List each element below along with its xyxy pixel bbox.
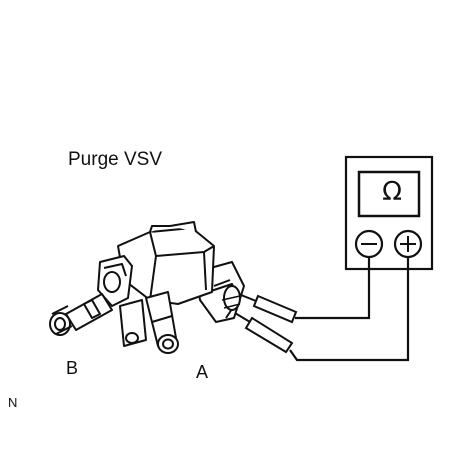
lower-bracket [119, 299, 147, 347]
negative-lead-wire [295, 257, 371, 320]
probe-upper [235, 292, 298, 324]
ohm-symbol: Ω [382, 177, 402, 207]
corner-mark: N [8, 395, 18, 410]
port-a-nipple [145, 291, 179, 354]
port-b-label: B [66, 358, 79, 378]
solenoid-body [117, 221, 215, 305]
test-leads [289, 257, 410, 362]
port-a-label: A [196, 362, 209, 382]
port-b-nipple [49, 293, 113, 336]
positive-lead-wire [289, 257, 410, 362]
purge-vsv [49, 221, 245, 354]
ohmmeter-display [357, 170, 421, 218]
mounting-flange [97, 255, 133, 307]
ohmmeter [344, 155, 434, 271]
diagram-title: Purge VSV [68, 149, 162, 170]
negative-terminal [354, 229, 384, 259]
positive-terminal [393, 229, 423, 259]
